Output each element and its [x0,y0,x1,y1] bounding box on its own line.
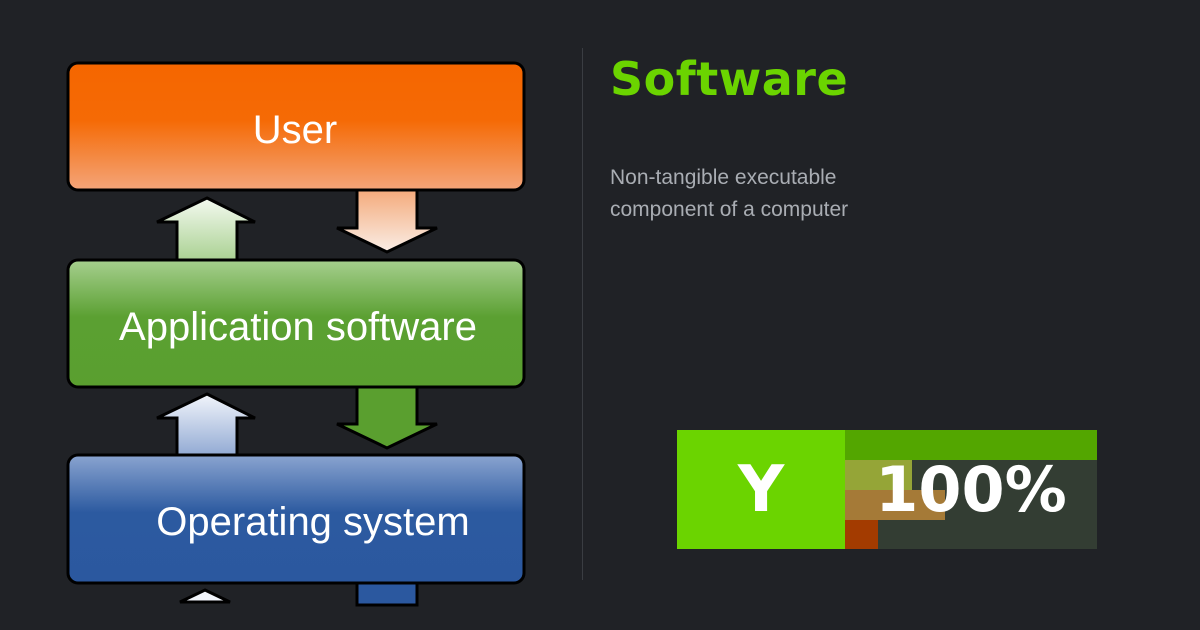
arrow-up-icon [156,392,256,460]
arrow-down-icon [336,186,438,254]
layer-label: Application software [119,305,477,349]
layer-user [66,61,526,192]
badge-block [845,490,945,520]
layer-label: User [253,108,337,152]
software-layers-diagram: User Application software Operating syst… [66,61,526,607]
badge-strip [845,430,1097,460]
layer-operating-system [66,453,526,585]
arrow-down-icon [336,383,438,450]
layer-application-software [66,258,526,389]
page-title: Software [610,52,849,106]
arrow-up-icon [156,196,256,264]
arrow-up-icon [179,588,231,604]
badge-letter: Y [677,430,845,549]
score-badge: Y 100% [677,430,1097,549]
badge-percent-panel: 100% [845,430,1097,549]
divider [582,48,583,580]
badge-percent: 100% [875,453,1067,526]
badge-block [845,520,878,549]
layer-label: Operating system [156,500,469,544]
description: Non-tangible executable component of a c… [610,166,849,221]
badge-block [845,460,912,490]
